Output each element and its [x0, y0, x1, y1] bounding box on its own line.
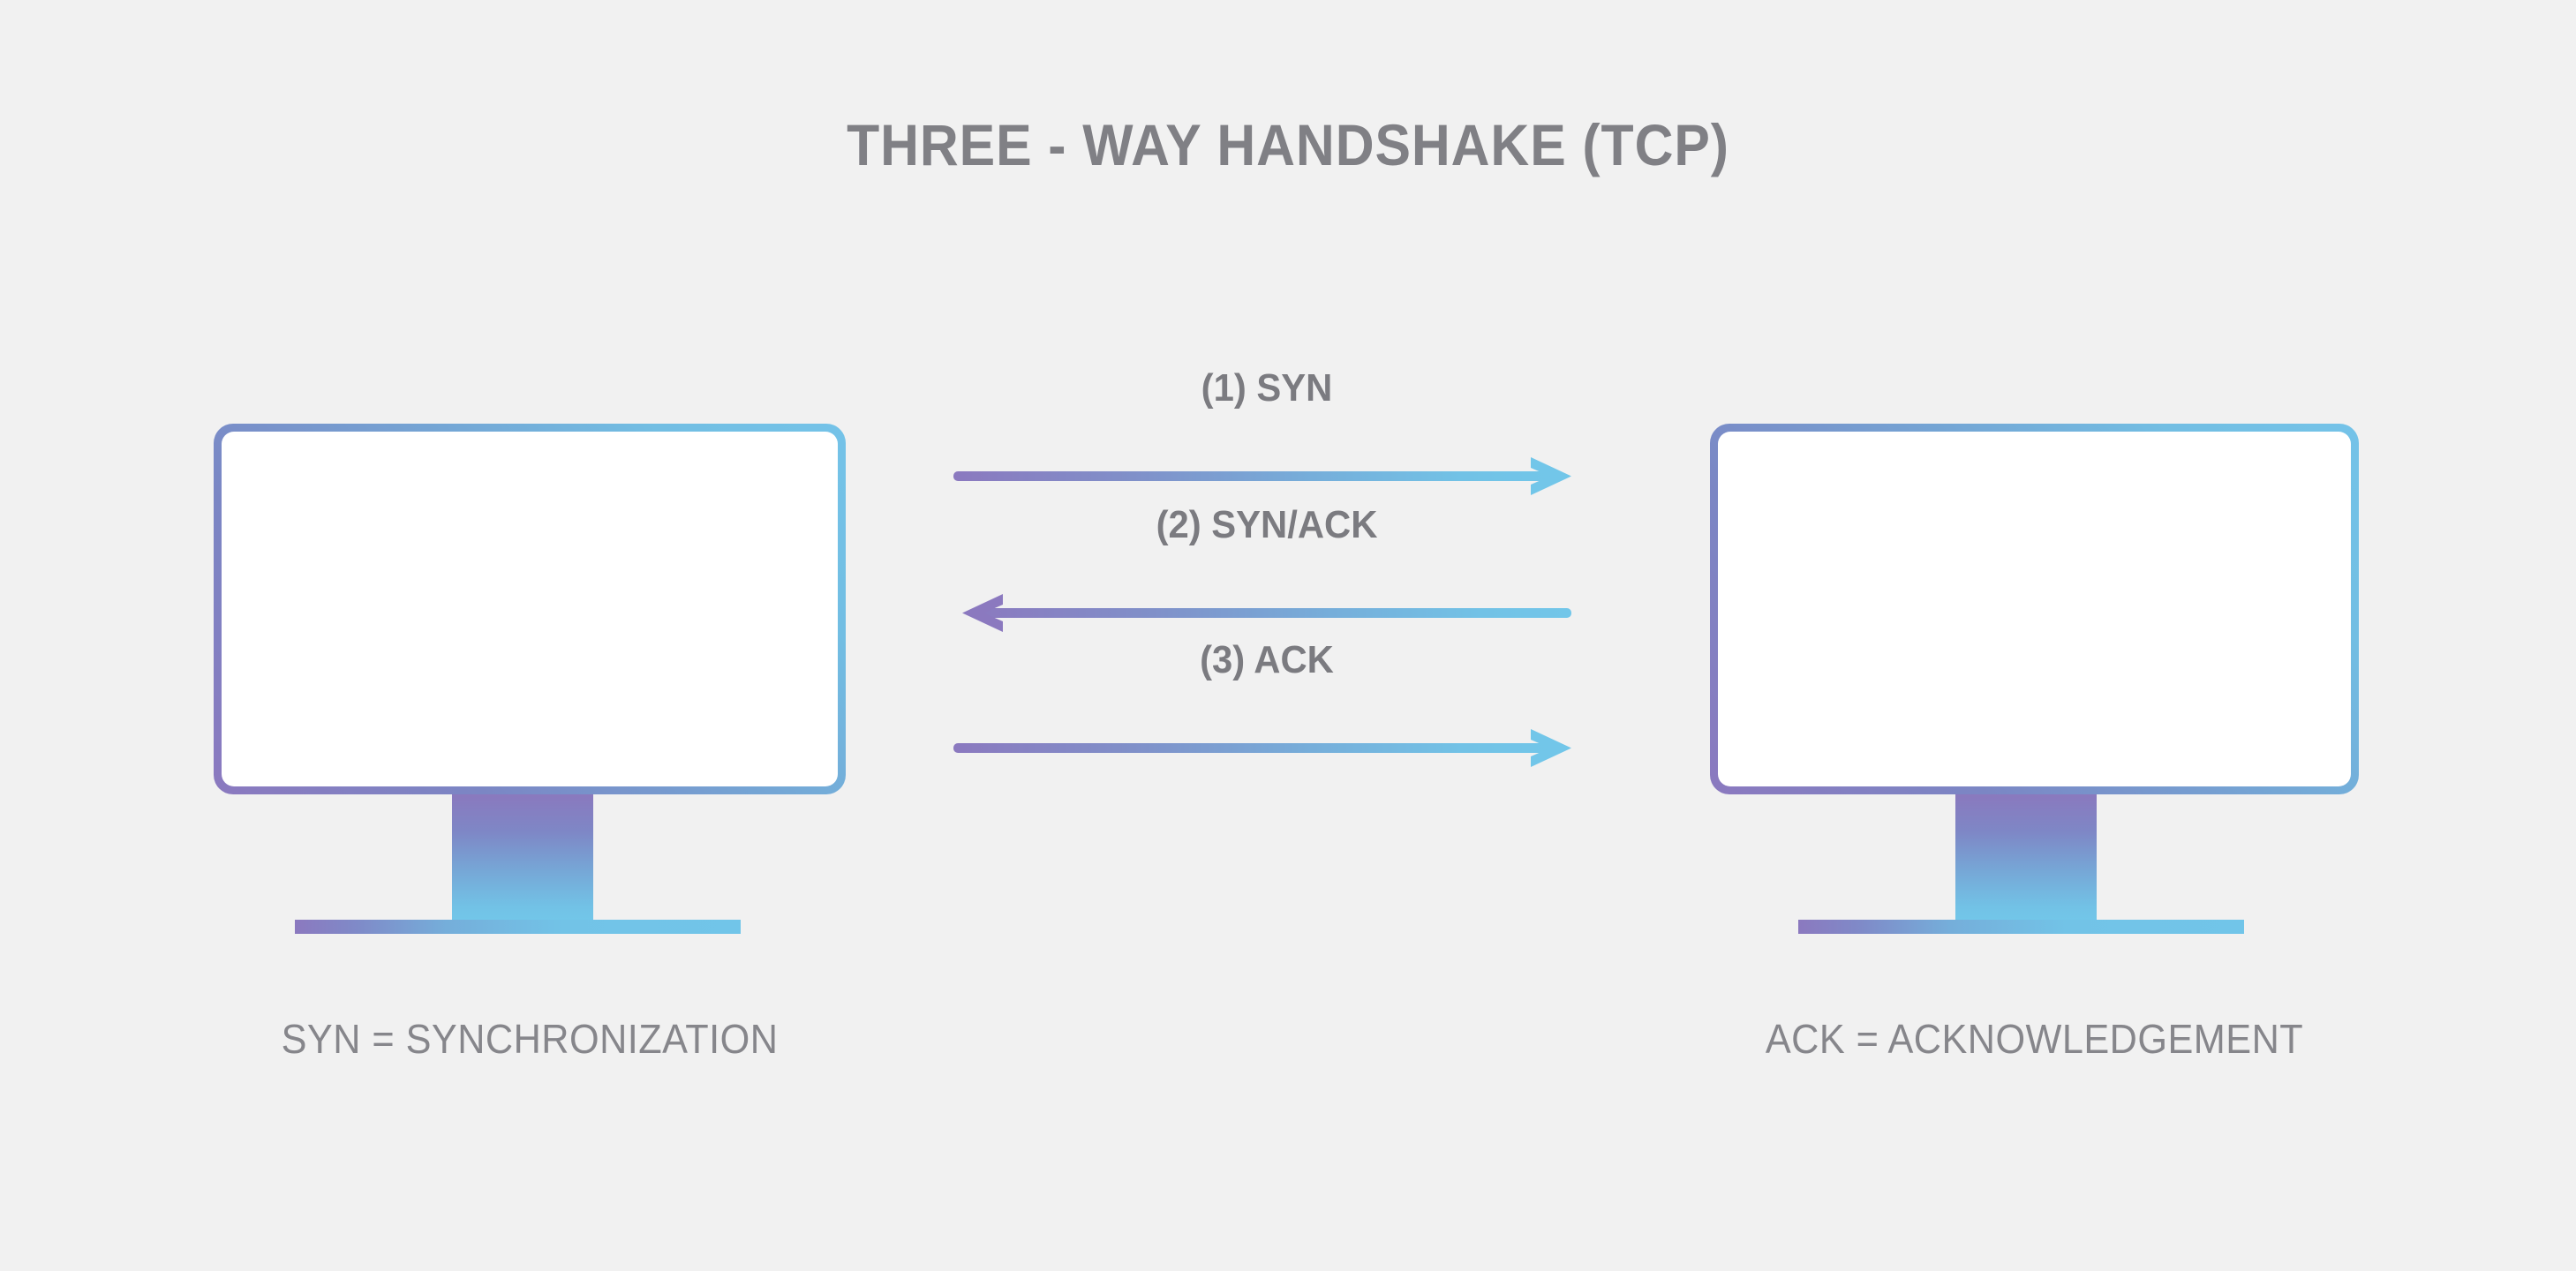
client-monitor-base — [295, 920, 741, 934]
arrow-right-icon-ack — [953, 729, 1571, 767]
client-monitor-stand — [452, 794, 593, 920]
message-ack-label: (3) ACK — [1200, 638, 1334, 681]
server-monitor-screen — [1718, 432, 2351, 786]
server-monitor-stand — [1955, 794, 2097, 920]
message-syn-ack-label: (2) SYN/ACK — [1156, 503, 1378, 546]
message-syn-label: (1) SYN — [1201, 366, 1333, 410]
arrow-right-icon-syn — [953, 457, 1571, 495]
arrow-left-icon-syn-ack — [962, 594, 1571, 632]
client-monitor-bezel — [214, 424, 846, 794]
server-monitor-caption: ACK = ACKNOWLEDGEMENT — [1765, 1016, 2304, 1062]
client-monitor — [214, 424, 846, 934]
client-monitor-caption: SYN = SYNCHRONIZATION — [281, 1016, 779, 1062]
server-monitor-bezel — [1710, 424, 2359, 794]
client-monitor-screen — [222, 432, 838, 786]
page-title: THREE - WAY HANDSHAKE (TCP) — [847, 112, 1729, 177]
server-monitor — [1710, 424, 2359, 934]
server-monitor-base — [1798, 920, 2244, 934]
